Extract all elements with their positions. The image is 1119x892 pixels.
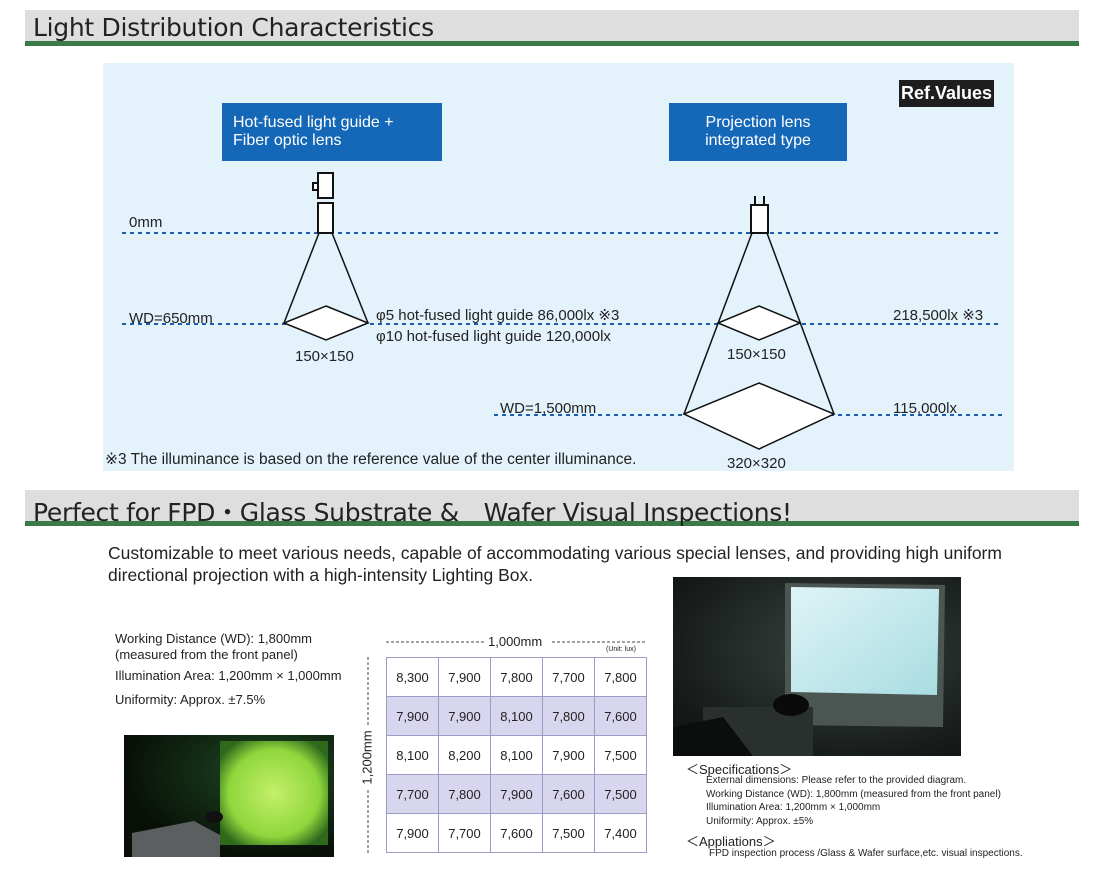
projection-lens-box: Projection lens integrated type <box>669 103 847 161</box>
grid-cell: 7,600 <box>490 813 543 853</box>
specifications-heading: ＜Specifications＞ <box>686 762 793 777</box>
label-wd1500: WD=1,500mm <box>500 400 597 417</box>
grid-cell: 7,800 <box>438 774 491 814</box>
grid-cell: 7,600 <box>594 696 647 736</box>
grid-cell: 7,500 <box>542 813 595 853</box>
section-title: Light Distribution Characteristics <box>33 13 434 42</box>
table-row: 8,300 7,900 7,800 7,700 7,800 <box>386 657 647 697</box>
label-right-650-lux: 218,500lx ※3 <box>893 307 984 324</box>
box-line: Hot-fused light guide + <box>233 114 394 131</box>
grid-cell: 7,700 <box>386 774 439 814</box>
spec-line: External dimensions: Please refer to the… <box>706 775 967 786</box>
spec-uniformity: Uniformity: Approx. ±7.5% <box>115 692 266 707</box>
section-header-light-distribution: Light Distribution Characteristics <box>25 10 1079 46</box>
label-0mm: 0mm <box>129 214 163 231</box>
grid-cell: 7,900 <box>490 774 543 814</box>
grid-cell: 7,700 <box>542 657 595 697</box>
label-wd650: WD=650mm <box>129 310 213 327</box>
grid-cell: 8,100 <box>490 696 543 736</box>
grid-cell: 8,100 <box>490 735 543 775</box>
hot-fused-guide-box: Hot-fused light guide + Fiber optic lens <box>222 103 442 161</box>
grid-cell: 7,800 <box>542 696 595 736</box>
grid-unit-label: (Unit: lux) <box>606 646 636 653</box>
grid-cell: 7,900 <box>386 696 439 736</box>
spec-line: Working Distance (WD): 1,800mm (measured… <box>706 789 1001 800</box>
spec-line: Illumination Area: 1,200mm × 1,000mm <box>706 802 881 813</box>
box-line: Projection lens <box>705 114 811 131</box>
section-title: Perfect for FPD・Glass Substrate & Wafer … <box>33 498 792 527</box>
grid-cell: 7,900 <box>386 813 439 853</box>
table-row: 7,900 7,900 8,100 7,800 7,600 <box>386 696 647 736</box>
grid-cell: 7,800 <box>490 657 543 697</box>
fiber-lens-lamp <box>312 172 334 234</box>
table-row: 8,100 8,200 8,100 7,900 7,500 <box>386 735 647 775</box>
right-spot-650 <box>716 305 802 341</box>
grid-cell: 8,200 <box>438 735 491 775</box>
illuminance-note: ※3 The illuminance is based on the refer… <box>105 451 637 468</box>
spec-wd-note: (measured from the front panel) <box>115 647 298 662</box>
grid-height-label: 1,200mm <box>359 730 375 785</box>
grid-cell: 7,900 <box>438 657 491 697</box>
green-photo-art <box>124 735 334 857</box>
fpd-photo-art <box>673 577 961 756</box>
grid-cell: 7,400 <box>594 813 647 853</box>
left-spot-650 <box>282 305 370 341</box>
applications-heading: ＜Appliations＞ <box>686 834 776 849</box>
grid-cell: 7,500 <box>594 774 647 814</box>
fpd-inspection-photo <box>673 577 961 756</box>
grid-cell: 7,900 <box>438 696 491 736</box>
label-phi5: φ5 hot-fused light guide 86,000lx ※3 <box>376 307 620 324</box>
projection-lamp <box>750 196 769 234</box>
grid-cell: 7,800 <box>594 657 647 697</box>
description-line: Customizable to meet various needs, capa… <box>108 543 1002 563</box>
left-beam <box>283 232 369 324</box>
box-line: integrated type <box>705 132 811 149</box>
grid-cell: 8,300 <box>386 657 439 697</box>
uniformity-grid: 8,300 7,900 7,800 7,700 7,800 7,900 7,90… <box>386 657 647 853</box>
grid-width-label: 1,000mm <box>488 634 543 649</box>
description-line: directional projection with a high-inten… <box>108 565 534 585</box>
applications-line: FPD inspection process /Glass & Wafer su… <box>709 848 1023 859</box>
label-left-spot-size: 150×150 <box>295 348 354 365</box>
grid-cell: 7,700 <box>438 813 491 853</box>
table-row: 7,900 7,700 7,600 7,500 7,400 <box>386 813 647 853</box>
spec-area: Illumination Area: 1,200mm × 1,000mm <box>115 668 342 683</box>
right-spot-1500 <box>682 382 836 450</box>
grid-cell: 7,900 <box>542 735 595 775</box>
table-row: 7,700 7,800 7,900 7,600 7,500 <box>386 774 647 814</box>
spec-wd: Working Distance (WD): 1,800mm <box>115 631 312 646</box>
label-phi10: φ10 hot-fused light guide 120,000lx <box>376 328 611 345</box>
label-right-spot-small: 150×150 <box>727 346 786 363</box>
section-header-fpd-inspection: Perfect for FPD・Glass Substrate & Wafer … <box>25 490 1079 527</box>
label-right-1500-lux: 115,000lx <box>893 400 957 417</box>
ref-values-badge: Ref.Values <box>899 80 994 107</box>
grid-cell: 7,600 <box>542 774 595 814</box>
spec-line: Uniformity: Approx. ±5% <box>706 816 814 827</box>
grid-cell: 7,500 <box>594 735 647 775</box>
box-line: Fiber optic lens <box>233 132 342 149</box>
grid-cell: 8,100 <box>386 735 439 775</box>
green-lighting-photo <box>124 735 334 857</box>
label-right-spot-large: 320×320 <box>727 455 786 472</box>
